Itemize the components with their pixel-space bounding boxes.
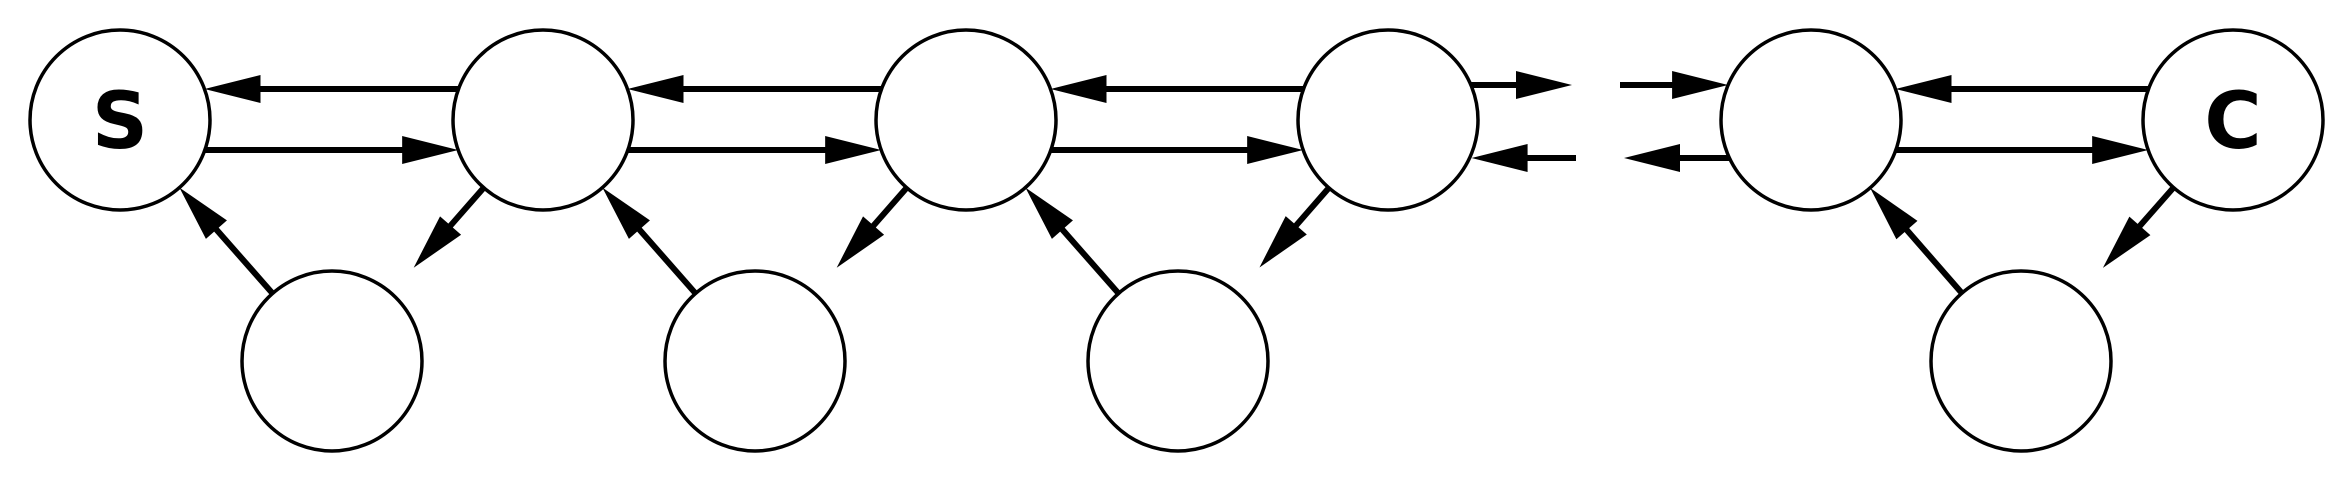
node-n4-circle — [1719, 28, 1903, 212]
edge-omitted-to-n4 — [1620, 71, 1729, 99]
edge-n4-to-n5-arrowhead — [2092, 136, 2149, 164]
edge-n2-to-n3 — [1050, 136, 1304, 164]
edge-n3-to-b2-arrowhead — [1259, 216, 1307, 268]
edge-n3-to-b2-line — [1291, 185, 1332, 231]
node-b1-circle — [663, 269, 847, 453]
edge-b2-to-n2-line — [1057, 224, 1121, 296]
edge-omitted-to-n3-arrowhead — [1471, 144, 1528, 172]
edge-n1-to-b0-arrowhead — [413, 216, 462, 268]
node-n0-label: S — [92, 77, 148, 167]
edge-omitted-to-n4-arrowhead — [1672, 71, 1729, 99]
edge-n1-to-n2 — [627, 136, 882, 164]
edge-n1-to-n0-arrowhead — [204, 75, 261, 103]
edge-n2-to-n3-arrowhead — [1247, 136, 1304, 164]
node-n2 — [874, 28, 1058, 212]
edge-n3-to-b2 — [1259, 185, 1332, 268]
edge-b2-to-n2 — [1025, 187, 1121, 296]
node-b0-circle — [240, 269, 424, 453]
edge-n3-to-omitted — [1470, 71, 1572, 99]
edge-b3-to-n4-arrowhead — [1870, 187, 1918, 240]
edge-n2-to-b1 — [836, 185, 909, 268]
node-b3-circle — [1929, 269, 2113, 453]
node-b0 — [240, 269, 424, 453]
node-n5: C — [2141, 28, 2325, 212]
edge-n4-to-omitted — [1624, 144, 1730, 172]
edge-n4-to-omitted-arrowhead — [1624, 144, 1680, 172]
edge-b0-to-n0-line — [211, 224, 275, 296]
node-n0: S — [28, 28, 212, 212]
edge-n0-to-n1 — [204, 136, 459, 164]
edge-n4-to-n5 — [1895, 136, 2149, 164]
node-n0-circle — [28, 28, 212, 212]
edge-n5-to-n4-arrowhead — [1895, 75, 1952, 103]
edge-n5-to-b3-arrowhead — [2102, 216, 2151, 268]
edge-n1-to-n0 — [204, 75, 459, 103]
edge-b0-to-n0-arrowhead — [179, 187, 227, 239]
edge-n2-to-n1 — [627, 75, 882, 103]
node-n3 — [1296, 28, 1480, 212]
node-b3 — [1929, 269, 2113, 453]
edge-n2-to-n1-arrowhead — [627, 75, 684, 103]
edge-n1-to-b0-line — [445, 185, 486, 231]
node-b2-circle — [1086, 269, 1270, 453]
node-n5-label: C — [2204, 77, 2261, 167]
edge-n1-to-n2-arrowhead — [825, 136, 882, 164]
edge-b1-to-n1-arrowhead — [602, 187, 650, 239]
edge-omitted-to-n3 — [1471, 144, 1576, 172]
edge-n3-to-n2 — [1050, 75, 1304, 103]
node-b2 — [1086, 269, 1270, 453]
edge-n5-to-n4 — [1895, 75, 2149, 103]
node-n3-circle — [1296, 28, 1480, 212]
node-n2-circle — [874, 28, 1058, 212]
edge-n0-to-n1-arrowhead — [402, 136, 459, 164]
edge-n3-to-n2-arrowhead — [1050, 75, 1107, 103]
edge-n3-to-omitted-arrowhead — [1516, 71, 1572, 99]
edge-n2-to-b1-arrowhead — [836, 216, 885, 268]
node-n1 — [451, 28, 635, 212]
edge-b0-to-n0 — [179, 187, 275, 296]
edge-n5-to-b3 — [2102, 185, 2176, 268]
edges-layer — [179, 71, 2176, 296]
edge-n5-to-b3-line — [2134, 185, 2176, 231]
edge-n2-to-b1-line — [868, 185, 909, 231]
edge-n1-to-b0 — [413, 185, 486, 268]
edge-b3-to-n4 — [1870, 187, 1965, 296]
edge-b1-to-n1-line — [634, 224, 698, 296]
node-b1 — [663, 269, 847, 453]
edge-b3-to-n4-line — [1902, 225, 1965, 296]
node-n4 — [1719, 28, 1903, 212]
node-n5-circle — [2141, 28, 2325, 212]
edge-b1-to-n1 — [602, 187, 698, 296]
node-n1-circle — [451, 28, 635, 212]
edge-b2-to-n2-arrowhead — [1025, 187, 1073, 239]
